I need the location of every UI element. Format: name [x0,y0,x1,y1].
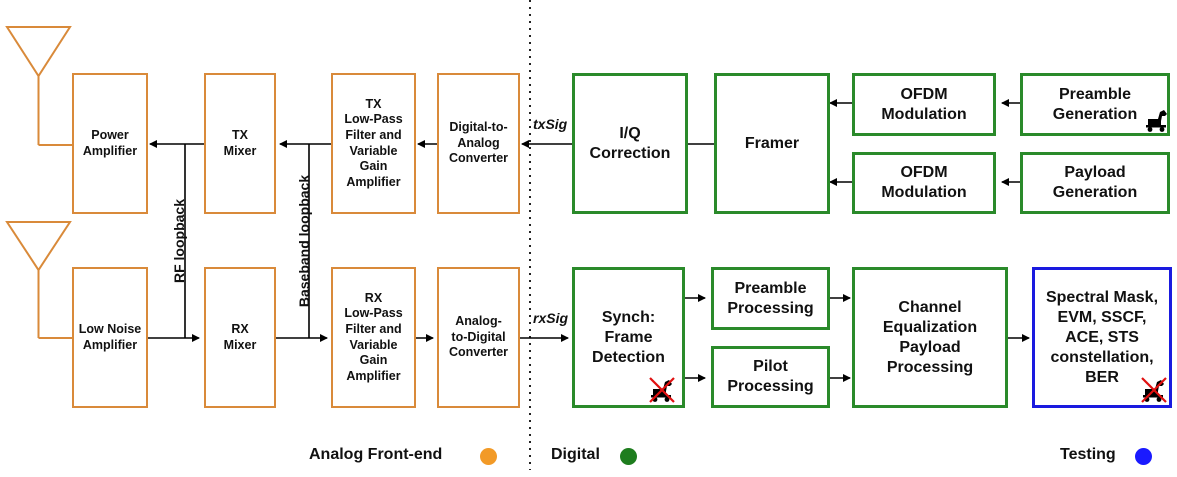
trojan-horse-icon [1146,110,1167,132]
adc-label: Analog- to-Digital Converter [448,314,509,360]
preamble-generation-block: Preamble Generation [1020,73,1170,136]
preamble-processing-label: Preamble Processing [727,279,814,317]
ofdm-modulation-2-block: OFDM Modulation [852,152,996,214]
legend-analog-label: Analog Front-end [309,446,443,463]
rx-mixer-label: RX Mixer [223,321,257,352]
payload-generation-label: Payload Generation [1052,164,1138,201]
legend-testing-dot [1135,448,1152,465]
rx-lpf-label: RX Low-Pass Filter and Variable Gain Amp… [344,290,403,383]
channel-equalization-label: Channel Equalization Payload Processing [882,298,978,376]
pilot-processing-block: Pilot Processing [711,346,830,408]
iq-correction-block: I/Q Correction [572,73,688,214]
pilot-processing-label: Pilot Processing [727,358,814,395]
synch-frame-detection-label: Synch: Frame Detection [592,308,665,366]
adc-block: Analog- to-Digital Converter [437,267,520,408]
legend-testing-label: Testing [1060,446,1116,463]
legend-digital-dot [620,448,637,465]
framer-label: Framer [744,134,800,152]
tx-mixer-block: TX Mixer [204,73,276,214]
preamble-generation-label: Preamble Generation [1052,85,1138,123]
framer-block: Framer [714,73,830,214]
tx-lpf-label: TX Low-Pass Filter and Variable Gain Amp… [344,96,403,189]
rx-mixer-block: RX Mixer [204,267,276,408]
lna-label: Low Noise Amplifier [78,321,142,352]
tx-sig-label: txSig [533,116,568,132]
tx-antenna-icon [5,26,72,146]
tx-lpf-block: TX Low-Pass Filter and Variable Gain Amp… [331,73,416,214]
power-amplifier-block: Power Amplifier [72,73,148,214]
payload-generation-block: Payload Generation [1020,152,1170,214]
rx-sig-label: rxSig [533,310,569,326]
dac-block: Digital-to- Analog Converter [437,73,520,214]
lna-block: Low Noise Amplifier [72,267,148,408]
legend-analog-dot [480,448,497,465]
iq-correction-label: I/Q Correction [589,124,671,162]
trojan-horse-crossed-icon [1141,377,1167,403]
testing-metrics-label: Spectral Mask, EVM, SSCF, ACE, STS const… [1045,288,1159,386]
ofdm-modulation-1-label: OFDM Modulation [881,85,967,123]
tx-mixer-label: TX Mixer [223,127,257,158]
ofdm-modulation-1-block: OFDM Modulation [852,73,996,136]
power-amplifier-label: Power Amplifier [82,127,138,158]
rx-lpf-block: RX Low-Pass Filter and Variable Gain Amp… [331,267,416,408]
rx-antenna-icon [5,221,72,339]
trojan-horse-crossed-icon [649,377,675,403]
channel-equalization-block: Channel Equalization Payload Processing [852,267,1008,408]
preamble-processing-block: Preamble Processing [711,267,830,330]
ofdm-modulation-2-label: OFDM Modulation [881,164,967,201]
baseband-loopback-label: Baseband loopback [296,174,312,308]
testing-metrics-block: Spectral Mask, EVM, SSCF, ACE, STS const… [1032,267,1172,408]
rf-loopback-label: RF loopback [171,199,187,284]
dac-label: Digital-to- Analog Converter [448,120,509,166]
legend-digital-label: Digital [551,446,600,463]
